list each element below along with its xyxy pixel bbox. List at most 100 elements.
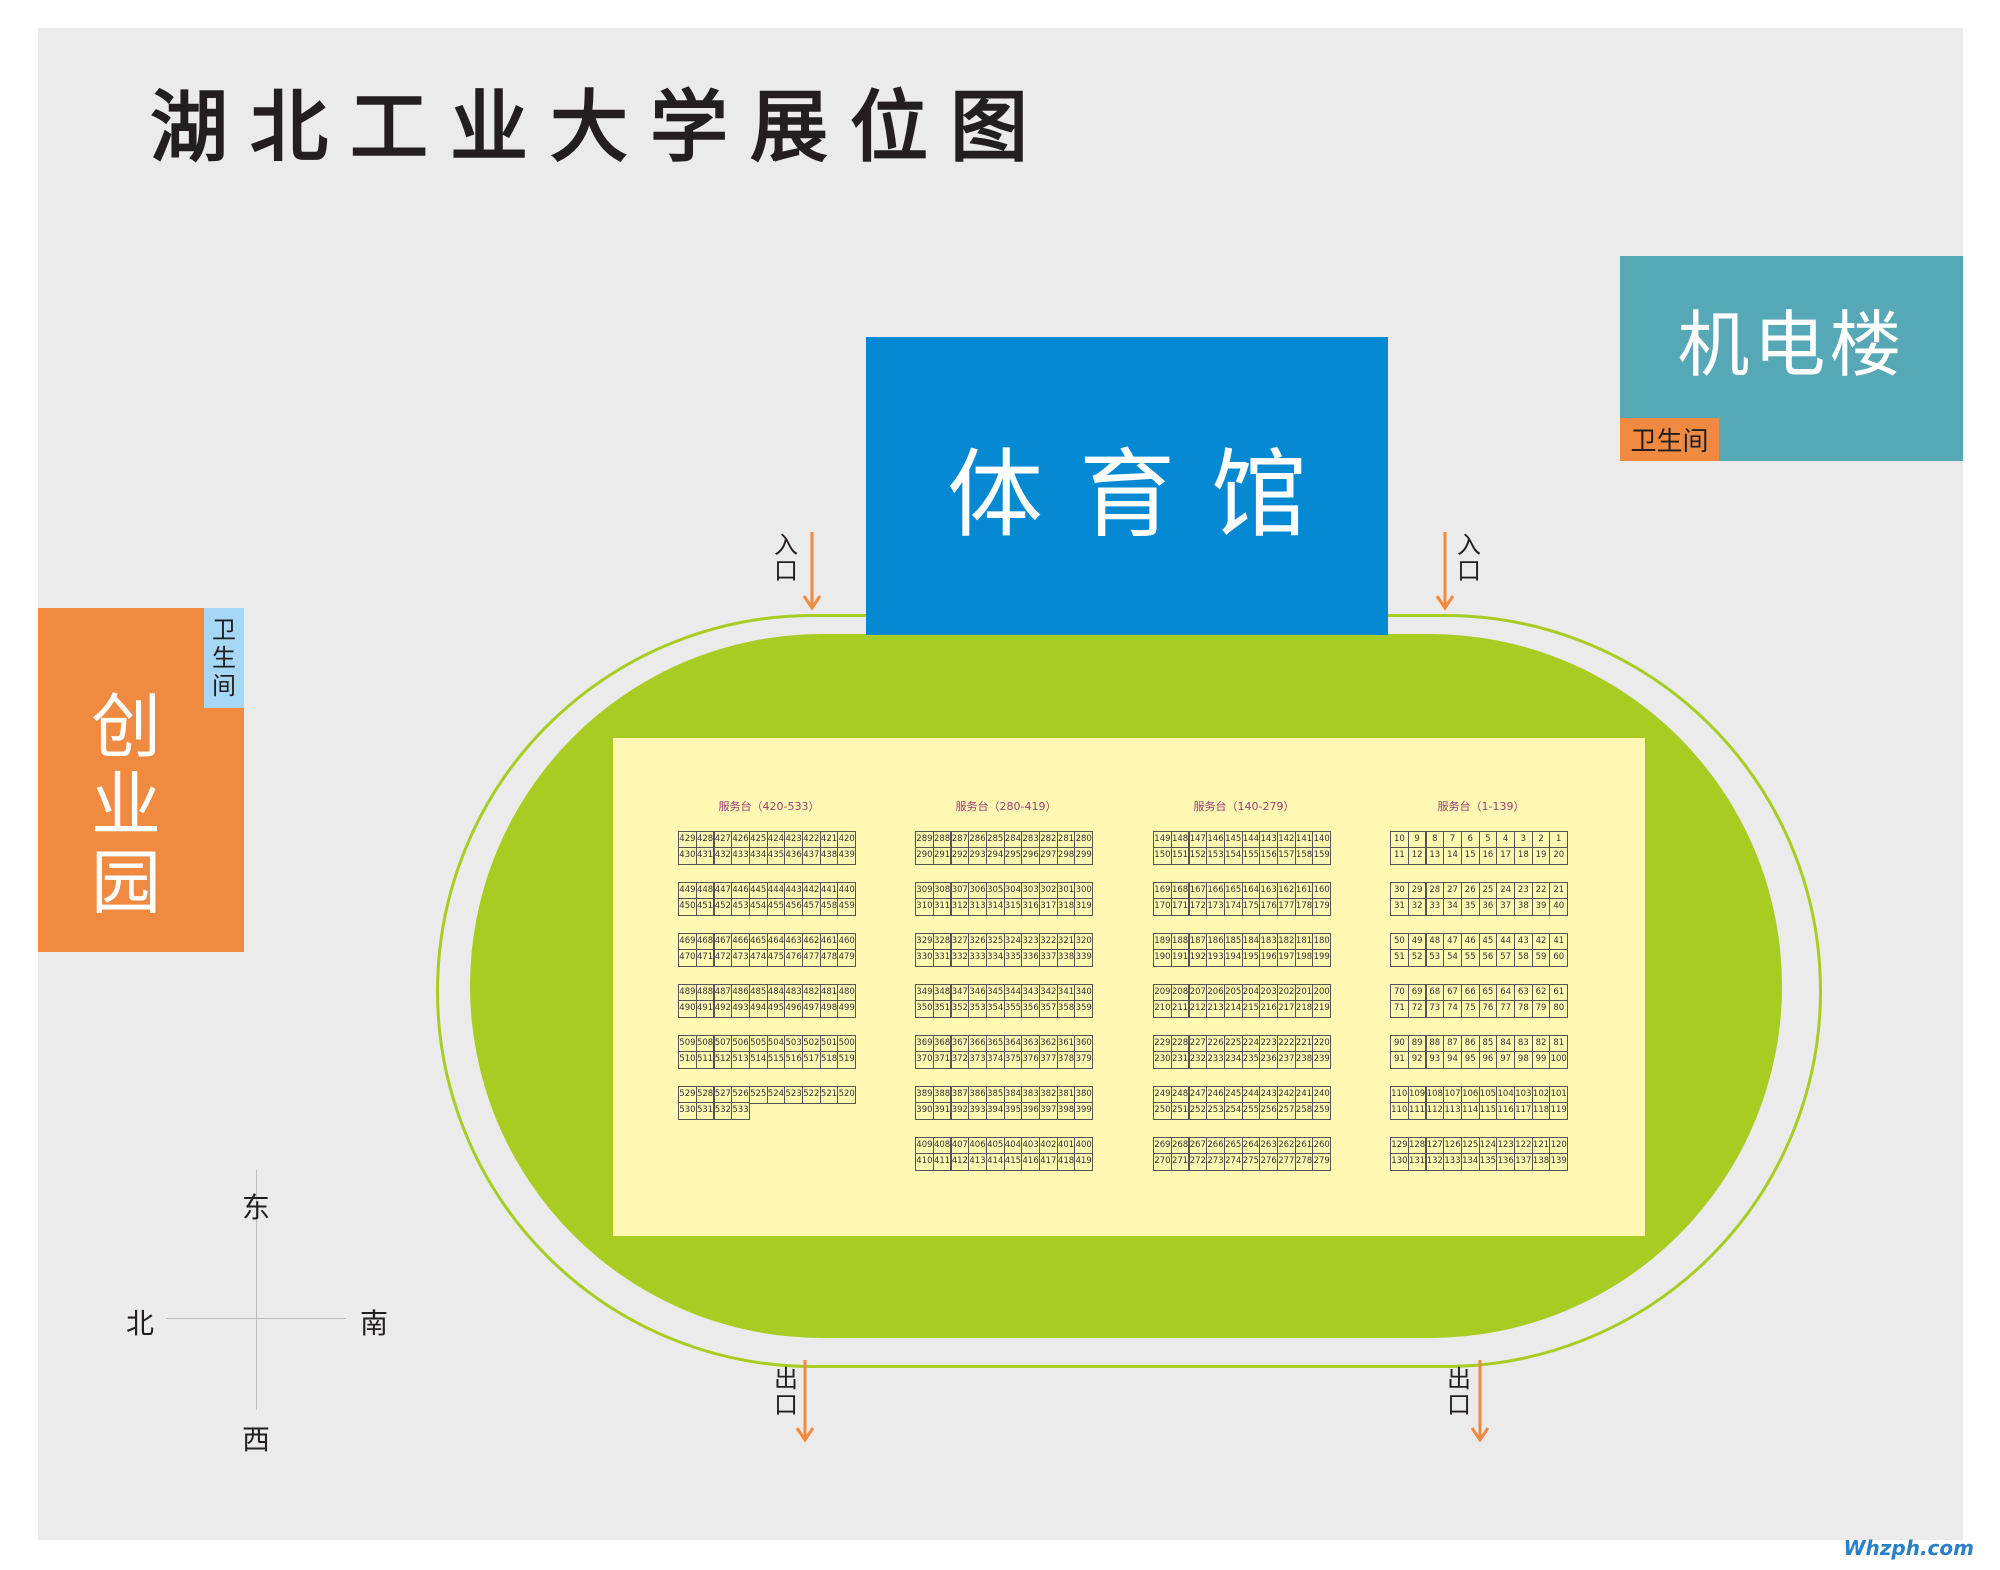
booth-cell[interactable]: 462 (802, 933, 821, 951)
booth-cell[interactable]: 327 (950, 933, 970, 951)
booth-cell[interactable]: 13 (1425, 847, 1445, 865)
booth-cell[interactable]: 118 (1531, 1102, 1551, 1120)
booth-cell[interactable]: 93 (1425, 1051, 1445, 1069)
booth-cell[interactable]: 426 (731, 831, 750, 849)
booth-cell[interactable]: 113 (1443, 1102, 1462, 1120)
booth-cell[interactable]: 377 (1039, 1051, 1058, 1069)
booth-cell[interactable]: 331 (932, 949, 952, 967)
booth-cell[interactable]: 486 (731, 984, 750, 1002)
booth-cell[interactable]: 33 (1425, 898, 1445, 916)
booth-cell[interactable]: 505 (748, 1035, 768, 1053)
booth-cell[interactable]: 110-1 (1390, 1086, 1409, 1104)
booth-cell[interactable]: 182 (1277, 933, 1296, 951)
booth-cell[interactable]: 193 (1206, 949, 1225, 967)
booth-cell[interactable]: 27 (1443, 882, 1462, 900)
booth-cell[interactable]: 391 (932, 1102, 952, 1120)
booth-cell[interactable]: 208 (1170, 984, 1190, 1002)
booth-cell[interactable]: 242 (1277, 1086, 1296, 1104)
booth-cell[interactable]: 314 (985, 898, 1005, 916)
booth-cell[interactable]: 126 (1443, 1137, 1462, 1155)
booth-cell[interactable]: 202 (1277, 984, 1296, 1002)
booth-cell[interactable]: 379 (1074, 1051, 1094, 1069)
booth-cell[interactable]: 168 (1170, 882, 1190, 900)
booth-cell[interactable]: 287 (950, 831, 970, 849)
booth-cell[interactable]: 318 (1056, 898, 1076, 916)
booth-cell[interactable]: 25 (1478, 882, 1498, 900)
booth-cell[interactable]: 269 (1153, 1137, 1172, 1155)
booth-cell[interactable]: 184 (1241, 933, 1261, 951)
booth-cell[interactable]: 369 (915, 1035, 934, 1053)
booth-cell[interactable]: 341 (1056, 984, 1076, 1002)
booth-cell[interactable]: 87 (1443, 1035, 1462, 1053)
booth-cell[interactable]: 321 (1056, 933, 1076, 951)
booth-cell[interactable]: 304 (1003, 882, 1023, 900)
booth-cell[interactable]: 451 (695, 898, 715, 916)
booth-cell[interactable]: 226 (1206, 1035, 1225, 1053)
booth-cell[interactable]: 421 (819, 831, 839, 849)
booth-cell[interactable]: 24 (1496, 882, 1515, 900)
booth-cell[interactable]: 339 (1074, 949, 1094, 967)
booth-cell[interactable]: 135 (1478, 1153, 1498, 1171)
booth-cell[interactable]: 334 (985, 949, 1005, 967)
booth-cell[interactable]: 190 (1153, 949, 1172, 967)
booth-cell[interactable]: 102 (1531, 1086, 1551, 1104)
booth-cell[interactable]: 106 (1460, 1086, 1480, 1104)
booth-cell[interactable]: 307 (950, 882, 970, 900)
booth-cell[interactable]: 123 (1496, 1137, 1515, 1155)
booth-cell[interactable]: 89 (1407, 1035, 1427, 1053)
booth-cell[interactable]: 273 (1206, 1153, 1225, 1171)
booth-cell[interactable]: 36 (1478, 898, 1498, 916)
booth-cell[interactable]: 430 (678, 847, 697, 865)
booth-cell[interactable]: 43 (1514, 933, 1533, 951)
booth-cell[interactable]: 37 (1496, 898, 1515, 916)
booth-cell[interactable]: 54 (1443, 949, 1462, 967)
booth-cell[interactable]: 130 (1390, 1153, 1409, 1171)
booth-cell[interactable]: 461 (819, 933, 839, 951)
booth-cell[interactable]: 513 (731, 1051, 750, 1069)
booth-cell[interactable]: 284 (1003, 831, 1023, 849)
booth-cell[interactable]: 196 (1259, 949, 1278, 967)
booth-cell[interactable]: 352 (950, 1000, 970, 1018)
booth-cell[interactable]: 56 (1478, 949, 1498, 967)
booth-cell[interactable]: 39 (1531, 898, 1551, 916)
booth-cell[interactable]: 104 (1496, 1086, 1515, 1104)
booth-cell[interactable]: 276 (1259, 1153, 1278, 1171)
booth-cell[interactable]: 187 (1188, 933, 1208, 951)
booth-cell[interactable]: 322 (1039, 933, 1058, 951)
booth-cell[interactable]: 283 (1021, 831, 1040, 849)
booth-cell[interactable]: 392 (950, 1102, 970, 1120)
booth-cell[interactable]: 401 (1056, 1137, 1076, 1155)
booth-cell[interactable]: 425 (748, 831, 768, 849)
booth-cell[interactable]: 487 (713, 984, 733, 1002)
booth-cell[interactable]: 285 (985, 831, 1005, 849)
booth-cell[interactable]: 68 (1425, 984, 1445, 1002)
booth-cell[interactable]: 476 (784, 949, 803, 967)
booth-cell[interactable]: 488 (695, 984, 715, 1002)
booth-cell[interactable]: 224 (1241, 1035, 1261, 1053)
booth-cell[interactable]: 528 (695, 1086, 715, 1104)
booth-cell[interactable]: 166 (1206, 882, 1225, 900)
booth-cell[interactable]: 237 (1277, 1051, 1296, 1069)
booth-cell[interactable]: 225 (1223, 1035, 1243, 1053)
booth-cell[interactable]: 393 (968, 1102, 987, 1120)
booth-cell[interactable]: 41 (1549, 933, 1569, 951)
booth-cell[interactable]: 78 (1514, 1000, 1533, 1018)
booth-cell[interactable]: 437 (802, 847, 821, 865)
booth-cell[interactable]: 429 (678, 831, 697, 849)
booth-cell[interactable]: 155 (1241, 847, 1261, 865)
booth-cell[interactable]: 481 (819, 984, 839, 1002)
booth-cell[interactable]: 363 (1021, 1035, 1040, 1053)
booth-cell[interactable]: 403 (1021, 1137, 1040, 1155)
booth-cell[interactable]: 390 (915, 1102, 934, 1120)
booth-cell[interactable]: 382 (1039, 1086, 1058, 1104)
booth-cell[interactable]: 328 (932, 933, 952, 951)
booth-cell[interactable]: 491 (695, 1000, 715, 1018)
booth-cell[interactable]: 189 (1153, 933, 1172, 951)
booth-cell[interactable]: 124 (1478, 1137, 1498, 1155)
booth-cell[interactable]: 342 (1039, 984, 1058, 1002)
booth-cell[interactable]: 360 (1074, 1035, 1094, 1053)
booth-cell[interactable]: 277 (1277, 1153, 1296, 1171)
booth-cell[interactable]: 440 (837, 882, 857, 900)
booth-cell[interactable]: 526 (731, 1086, 750, 1104)
booth-cell[interactable]: 214 (1223, 1000, 1243, 1018)
